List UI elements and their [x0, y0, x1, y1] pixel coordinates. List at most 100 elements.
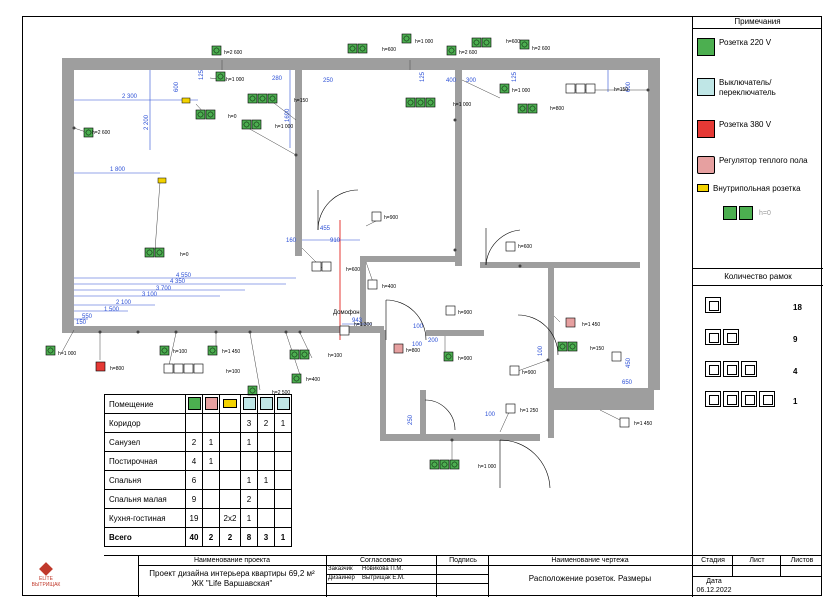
socket-220-icon: [357, 43, 368, 54]
socket-face: [161, 347, 168, 354]
dim-300: 300: [466, 78, 477, 84]
height-label: h=600: [346, 267, 360, 273]
qty-cell: 19: [185, 508, 203, 528]
height-label: h=1 000: [512, 88, 530, 94]
dim-3700: 3 700: [156, 286, 172, 292]
qty-cell: [202, 489, 220, 509]
qty-cell: [219, 413, 241, 433]
socket-220-icon: [247, 93, 258, 104]
dim-125b: 125: [420, 71, 426, 82]
dim-3100: 3 100: [142, 292, 158, 298]
qty-header-room: Помещение: [104, 394, 186, 414]
project-name: Проект дизайна интерьера квартиры 69,2 м…: [149, 569, 315, 578]
customer-role: Заказчик: [328, 566, 353, 572]
socket-220-icon: [291, 373, 302, 384]
qty-cell: 1: [240, 470, 258, 490]
socket-380-icon: [95, 361, 106, 372]
switch-icon: [367, 279, 378, 290]
drawing-name: Расположение розеток. Размеры: [528, 574, 652, 583]
legend-switch: Выключатель/ переключатель: [697, 78, 814, 98]
socket-face: [85, 129, 92, 136]
height-label: h=800: [110, 366, 124, 372]
socket-220-icon: [299, 349, 310, 360]
qty-total-cell: 2: [202, 527, 220, 547]
qty-total-cell: 8: [240, 527, 258, 547]
socket-220-icon: [697, 38, 715, 56]
dim-1690: 1690: [285, 108, 291, 122]
socket-220-icon: [527, 103, 538, 114]
switch-icon: [611, 351, 622, 362]
qty-cell: 1: [274, 413, 292, 433]
frame-count-section: Количество рамок 18 9 4 1: [693, 268, 823, 559]
date-value: 06.12.2022: [696, 587, 732, 594]
qty-cell: 1: [240, 432, 258, 452]
switch-icon: [575, 83, 586, 94]
socket-220-icon: [215, 71, 226, 82]
legend-floor-socket: Внутрипольная розетка: [697, 184, 808, 194]
socket-face: [431, 461, 438, 468]
wall-points: [72, 88, 650, 442]
switch-icon: [173, 363, 184, 374]
height-label: h=2 600: [532, 46, 550, 52]
qty-header-row: Помещение: [104, 394, 292, 414]
floor-heat-icon: [697, 156, 715, 174]
dim-943: 943: [352, 318, 363, 324]
height-label: h=150: [590, 346, 604, 352]
dim-455: 455: [320, 226, 331, 232]
height-label: h=800: [550, 106, 564, 112]
legend-floor-heat-label: Регулятор теплого пола: [719, 156, 808, 165]
frame-2-count: 9: [793, 335, 798, 344]
qty-cell: 1: [240, 508, 258, 528]
qty-cell: [202, 413, 220, 433]
socket-face: [417, 99, 424, 106]
dim-125: 125: [199, 69, 205, 80]
height-label: h=2 600: [224, 50, 242, 56]
socket-face: [349, 45, 356, 52]
qty-cell: [185, 413, 203, 433]
socket-face: [293, 375, 300, 382]
dim-4550: 4 550: [176, 273, 192, 279]
dim-1800: 1 800: [110, 167, 126, 173]
dim-100c: 100: [485, 412, 496, 418]
socket-220-icon: [425, 97, 436, 108]
qty-cell: 2: [240, 489, 258, 509]
dim-150: 150: [76, 320, 87, 326]
socket-220-icon: [405, 97, 416, 108]
socket-220-icon: [517, 103, 528, 114]
floor-socket-icon: [157, 177, 167, 184]
qty-room: Постирочная: [104, 451, 186, 471]
socket-220-icon: [567, 341, 578, 352]
socket-face: [559, 343, 566, 350]
socket-face: [519, 105, 526, 112]
switch-icon: [311, 261, 322, 272]
socket-face: [291, 351, 298, 358]
height-label: h=100: [173, 349, 187, 355]
sheets-label: Листов: [790, 557, 814, 564]
socket-220-icon: [159, 345, 170, 356]
height-label: h=1 450: [582, 322, 600, 328]
dim-600b: 600: [626, 81, 632, 92]
switch-icon: [183, 363, 194, 374]
dim-4350: 4 350: [170, 279, 186, 285]
height-label: h=150: [614, 87, 628, 93]
socket-220-icon: [154, 247, 165, 258]
socket-220-icon: [443, 351, 454, 362]
height-label: h=1 300: [354, 322, 372, 328]
socket-face: [403, 35, 410, 42]
height-label: h=1 450: [634, 421, 652, 427]
socket-220-icon: [439, 459, 450, 470]
drawing-header: Наименование чертежа: [551, 557, 629, 564]
floor-socket-height: h=0: [759, 209, 771, 217]
socket-220-icon: [289, 349, 300, 360]
dim-450: 450: [626, 357, 632, 368]
qty-cell: [274, 489, 292, 509]
socket-face: [243, 121, 250, 128]
dim-400: 400: [446, 78, 457, 84]
qty-cell: [219, 489, 241, 509]
dim-910: 910: [330, 238, 341, 244]
